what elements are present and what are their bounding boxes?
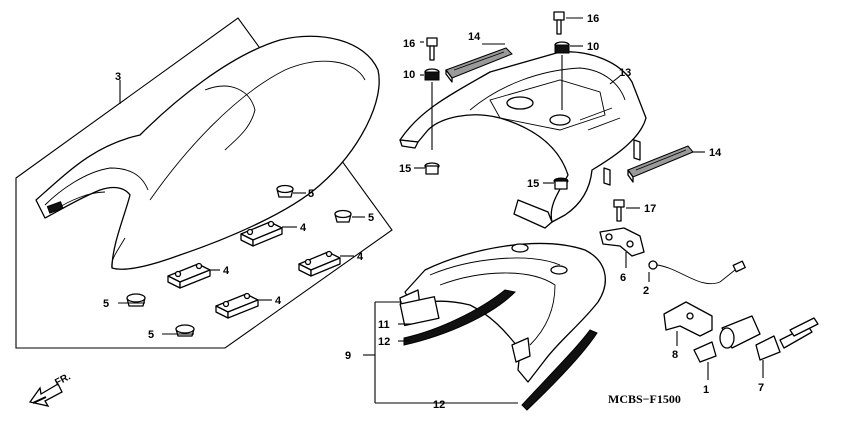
seat-lock-7 (719, 315, 819, 361)
callout-3: 3 (115, 71, 121, 83)
callout-13: 13 (619, 67, 631, 79)
collar-10-right (554, 41, 570, 54)
callout-12b: 12 (433, 399, 445, 411)
callout-10a: 10 (403, 69, 415, 81)
callout-1: 1 (703, 384, 709, 396)
seat-rubber-4c (167, 262, 211, 289)
bushing-5-top (276, 184, 294, 198)
callout-15b: 15 (527, 178, 539, 190)
stay-6 (599, 227, 645, 257)
clip-1 (693, 341, 717, 363)
grab-rail (399, 51, 647, 229)
bolt-16-right (553, 11, 565, 35)
pad-14-right (627, 145, 694, 183)
bolt-16-left (426, 37, 438, 61)
callout-4c: 4 (223, 265, 230, 277)
pad-14-top (445, 47, 513, 83)
seat-rubber-4a (240, 220, 283, 247)
callout-14a: 14 (468, 31, 481, 43)
callout-2: 2 (643, 285, 649, 297)
callout-16b: 16 (587, 13, 599, 25)
callout-7: 7 (758, 382, 764, 394)
holder-8 (663, 301, 713, 337)
bushing-5-right (334, 209, 352, 223)
callout-4b: 4 (357, 251, 364, 263)
callout-5b: 5 (368, 212, 374, 224)
callout-17: 17 (644, 203, 656, 215)
callout-15a: 15 (399, 163, 411, 175)
bushing-5-left (126, 293, 146, 307)
callout-6: 6 (620, 272, 626, 284)
grommet-15-right (553, 177, 569, 190)
callout-4a: 4 (300, 222, 307, 234)
cable-2 (648, 260, 746, 285)
seat-rubber-4d (215, 292, 259, 319)
front-direction-arrow (28, 383, 63, 407)
callout-16a: 16 (403, 38, 415, 50)
rubber-strip-12-upper (403, 289, 517, 346)
callout-4d: 4 (275, 295, 282, 307)
callout-5c: 5 (103, 298, 109, 310)
callout-11: 11 (378, 319, 390, 331)
callout-9: 9 (345, 350, 351, 362)
grommet-15-left (424, 162, 440, 175)
rubber-strip-12-lower (521, 329, 598, 411)
seat-rubber-4b (298, 250, 341, 277)
seal-11 (399, 296, 440, 327)
collar-10-left (424, 68, 440, 81)
callout-5a: 5 (308, 188, 314, 200)
bolt-17 (613, 199, 625, 222)
diagram-code: MCBS−F1500 (608, 392, 681, 406)
callout-14b: 14 (709, 147, 722, 159)
front-direction-label: FR. (53, 371, 73, 388)
callout-5d: 5 (148, 329, 154, 341)
callout-12a: 12 (378, 336, 390, 348)
callout-10b: 10 (587, 41, 599, 53)
seat-group-frame (15, 17, 393, 349)
callout-8: 8 (672, 349, 678, 361)
seat (35, 35, 380, 270)
